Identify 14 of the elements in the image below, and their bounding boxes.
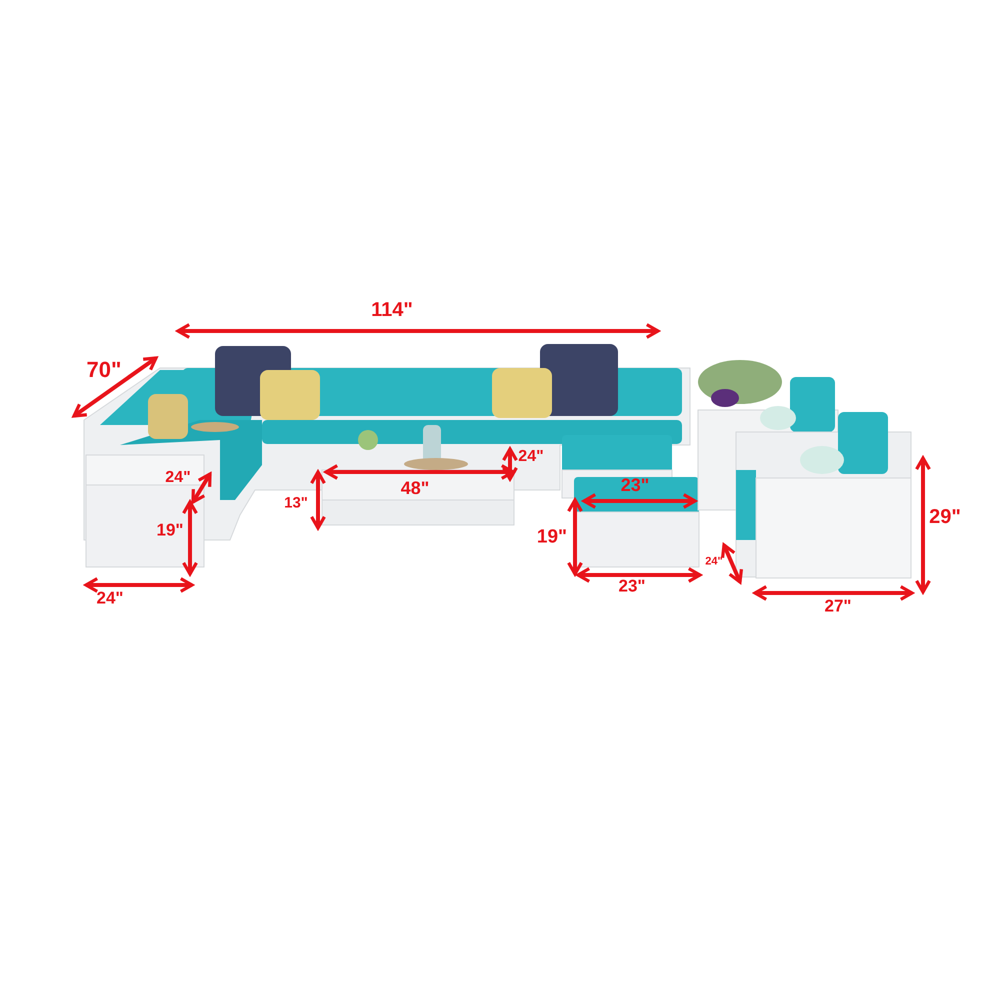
dimension-label: 114" xyxy=(371,300,413,320)
dimension-label: 23" xyxy=(618,578,646,594)
dimension-label: 27" xyxy=(824,598,852,614)
dimension-label: 48" xyxy=(400,479,430,497)
dimension-label: 24" xyxy=(96,590,124,606)
dimension-label: 19" xyxy=(536,528,568,546)
dimension-label: 24" xyxy=(518,449,544,465)
dimension-label: 24" xyxy=(165,470,191,486)
dimension-label: 70" xyxy=(86,359,122,381)
dimension-label: 13" xyxy=(284,496,308,510)
dimension-label: 24" xyxy=(705,556,723,568)
dimension-label: 29" xyxy=(929,507,961,527)
dimension-label: 19" xyxy=(156,522,184,538)
dimension-label: 23" xyxy=(620,476,650,494)
